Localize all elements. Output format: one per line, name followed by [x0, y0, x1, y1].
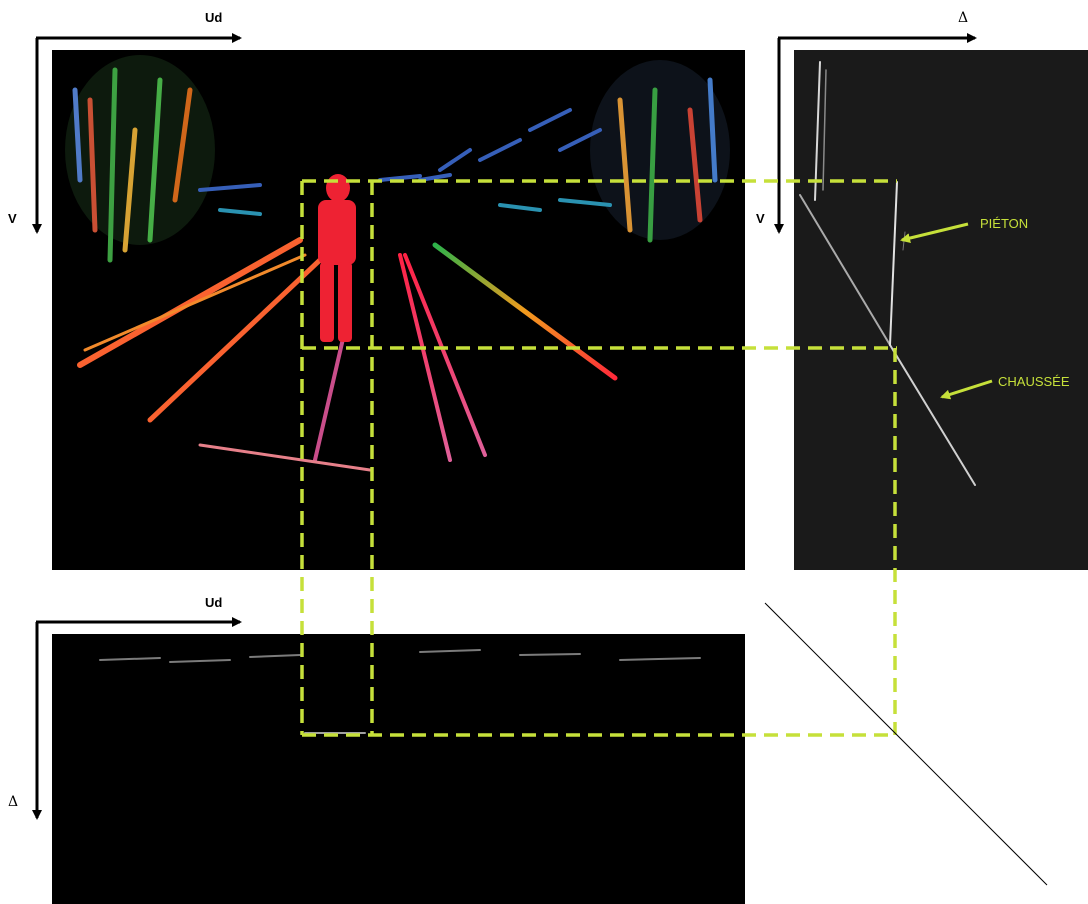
v-axis-label: V: [8, 211, 17, 226]
u-disparity-axes: Ud Δ: [8, 595, 242, 820]
correspondence-lines: [300, 179, 897, 737]
pedestrian-arrow: [900, 222, 969, 243]
disparity-image-axes: Ud V: [8, 10, 242, 234]
v-disparity-background: [794, 50, 1088, 570]
foliage-texture: [65, 55, 730, 263]
pedestrian-silhouette: [318, 174, 356, 342]
ud-axis-label: Ud: [205, 595, 222, 610]
road-label: CHAUSSÉE: [998, 374, 1070, 389]
road-arrow: [940, 379, 993, 400]
ud-axis-label: Ud: [205, 10, 222, 25]
delta-axis-label: Δ: [8, 794, 18, 810]
delta-axis-label: Δ: [958, 10, 968, 26]
v-disparity-traces: [799, 61, 976, 486]
v-disparity-annotations: PIÉTON CHAUSSÉE: [900, 216, 1070, 400]
u-disparity-panel: [52, 634, 745, 904]
lane-markings: [77, 237, 618, 472]
v-disparity-panel: [794, 50, 1088, 570]
u-disparity-traces: [99, 649, 701, 734]
disparity-image-panel: [52, 50, 745, 570]
u-disparity-background: [52, 634, 745, 904]
disparity-image-background: [52, 50, 745, 570]
pedestrian-label: PIÉTON: [980, 216, 1028, 231]
v-disparity-axes: Δ V: [756, 10, 977, 234]
diagonal-transfer-line: [764, 602, 1048, 886]
v-axis-label: V: [756, 211, 765, 226]
